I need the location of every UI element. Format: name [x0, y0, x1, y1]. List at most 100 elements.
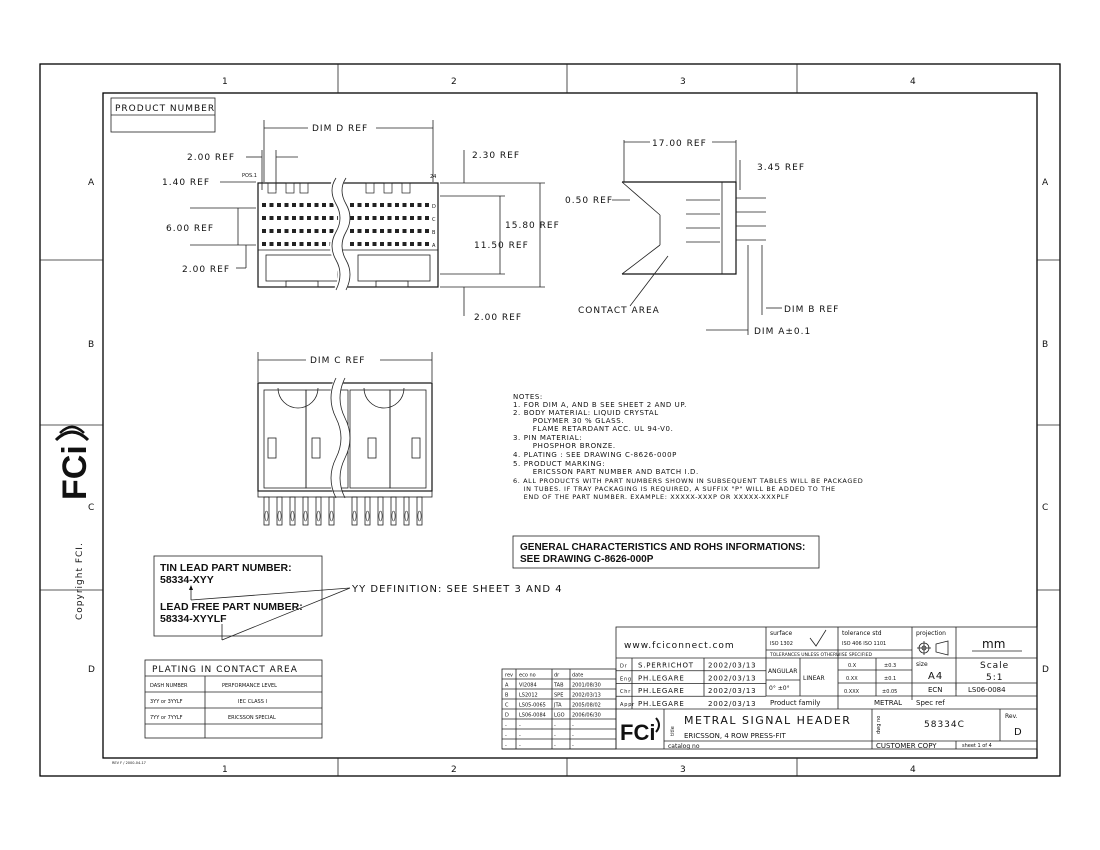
zone-row-b-right: B — [1042, 340, 1049, 350]
press-fit-pins — [263, 496, 423, 526]
note-line: PHOSPHOR BRONZE. — [513, 442, 616, 450]
press-fit-pin — [276, 496, 283, 526]
housing-tab — [365, 182, 375, 194]
zone-col-3: 3 — [680, 77, 687, 87]
dim-c-ref: DIM C REF — [310, 356, 365, 366]
pin-square — [357, 229, 362, 233]
pin-square — [284, 229, 289, 233]
pin-square — [284, 242, 289, 246]
zone-col-2: 2 — [451, 77, 458, 87]
rev-cell: LS05-0065 — [519, 703, 546, 709]
press-fit-eye — [352, 510, 357, 522]
plating-header-dash: DASH NUMBER — [150, 683, 188, 689]
pin-square — [425, 229, 429, 233]
press-fit-pin — [377, 496, 384, 526]
linear-label: LINEAR — [803, 675, 825, 682]
pin-square — [269, 216, 274, 220]
pin-square — [387, 203, 392, 207]
zone-col-3-bottom: 3 — [680, 765, 687, 775]
catalog-label: catalog no — [668, 743, 700, 750]
approval-cell: 2002/03/13 — [708, 700, 756, 708]
pin-square — [350, 203, 354, 207]
rev-cell: - — [519, 743, 521, 749]
press-fit-eye — [290, 510, 295, 522]
pin-square — [322, 229, 326, 233]
row-label-c: C — [432, 217, 436, 223]
zone-row-a: A — [88, 178, 95, 188]
drawing-subtitle: ERICSSON, 4 ROW PRESS-FIT — [684, 732, 787, 740]
zone-col-4-bottom: 4 — [910, 765, 917, 775]
rev-cell: - — [505, 743, 507, 749]
dwg-label: dwg no — [876, 716, 882, 734]
pin-square — [269, 203, 274, 207]
pin-square — [277, 242, 281, 246]
pin-square — [395, 229, 399, 233]
size-label: size — [916, 661, 928, 668]
approval-cell: Dr — [620, 664, 628, 670]
note-line: POLYMER 30 % GLASS. — [513, 417, 624, 425]
lin-cell: ±0.1 — [884, 676, 896, 682]
dim-11-50-ref: 11.50 REF — [474, 241, 529, 251]
plating-title: PLATING IN CONTACT AREA — [152, 665, 298, 675]
note-line: FLAME RETARDANT ACC. UL 94-V0. — [513, 425, 673, 433]
pin-square — [299, 203, 304, 207]
scale-label: Scale — [980, 661, 1009, 671]
iso-std: ISO 406 ISO 1101 — [842, 641, 886, 647]
pin-square — [417, 203, 422, 207]
rev-cell: LS06-0084 — [519, 713, 546, 719]
pin-square — [299, 216, 304, 220]
fci-logo-side: FCi — [54, 425, 94, 500]
note-line: 4. PLATING : SEE DRAWING C-8626-000P — [513, 451, 677, 459]
rev-header-cell: dr — [554, 673, 560, 679]
note-line: IN TUBES. IF TRAY PACKAGING IS REQUIRED,… — [513, 485, 836, 493]
pin-square — [262, 242, 266, 246]
pin-square — [372, 203, 377, 207]
pin-square — [292, 242, 296, 246]
rev-header-cell: eco no — [519, 673, 536, 679]
pin-square — [395, 203, 399, 207]
press-fit-pin — [302, 496, 309, 526]
rev-cell: - — [505, 733, 507, 739]
fci-logo-text-block: FCi — [620, 720, 655, 745]
approval-cell: Appr — [620, 702, 635, 708]
yy-definition-note: YY DEFINITION: SEE SHEET 3 AND 4 — [351, 584, 563, 595]
lin-cell: 0.XX — [846, 676, 858, 682]
contact-area-label: CONTACT AREA — [578, 306, 660, 316]
pin-square — [410, 216, 414, 220]
copyright-text: Copyright FCI. — [75, 542, 85, 620]
angular-label: ANGULAR — [768, 668, 797, 675]
rev-cell: - — [505, 723, 507, 729]
press-fit-eye — [417, 510, 422, 522]
zone-labels: 1 2 3 4 1 2 3 4 A B C D A B C D — [88, 77, 1049, 775]
zone-col-1-bottom: 1 — [222, 765, 229, 775]
dim-2-00-ref-top: 2.00 REF — [187, 153, 235, 163]
pin-square — [350, 242, 354, 246]
pin-square — [314, 203, 319, 207]
pin-square — [322, 242, 326, 246]
press-fit-pin — [351, 496, 358, 526]
rev-cell: D — [505, 713, 509, 719]
rev-cell: VI2084 — [519, 683, 537, 689]
rev-footnote: REV F / 2000-04-17 — [112, 761, 146, 765]
approval-cell: 2002/03/13 — [708, 662, 756, 670]
pin-square — [269, 242, 274, 246]
drawing-number: 58334C — [924, 720, 965, 730]
website: www.fciconnect.com — [624, 641, 735, 651]
lead-free-value: 58334-XYYLF — [160, 613, 227, 625]
plating-table: PLATING IN CONTACT AREA DASH NUMBER PERF… — [144, 659, 323, 739]
note-line: 6. ALL PRODUCTS WITH PART NUMBERS SHOWN … — [513, 477, 863, 485]
pin-square — [380, 242, 384, 246]
signal-arc-icon-2 — [59, 425, 85, 434]
approval-cell: PH.LEGARE — [638, 687, 685, 695]
note-line: 5. PRODUCT MARKING: — [513, 460, 605, 468]
plating-cell: 3YY or 3YYLF — [150, 699, 183, 705]
pos-24-label: 24 — [430, 174, 436, 180]
pin-square — [365, 216, 369, 220]
dim-d-ref: DIM D REF — [312, 124, 368, 134]
pin-square — [402, 242, 407, 246]
general-characteristics-box — [512, 535, 820, 569]
row-label-b: B — [432, 230, 436, 236]
sheet-number: sheet 1 of 4 — [962, 743, 992, 749]
plating-header-level: PERFORMANCE LEVEL — [222, 683, 277, 689]
